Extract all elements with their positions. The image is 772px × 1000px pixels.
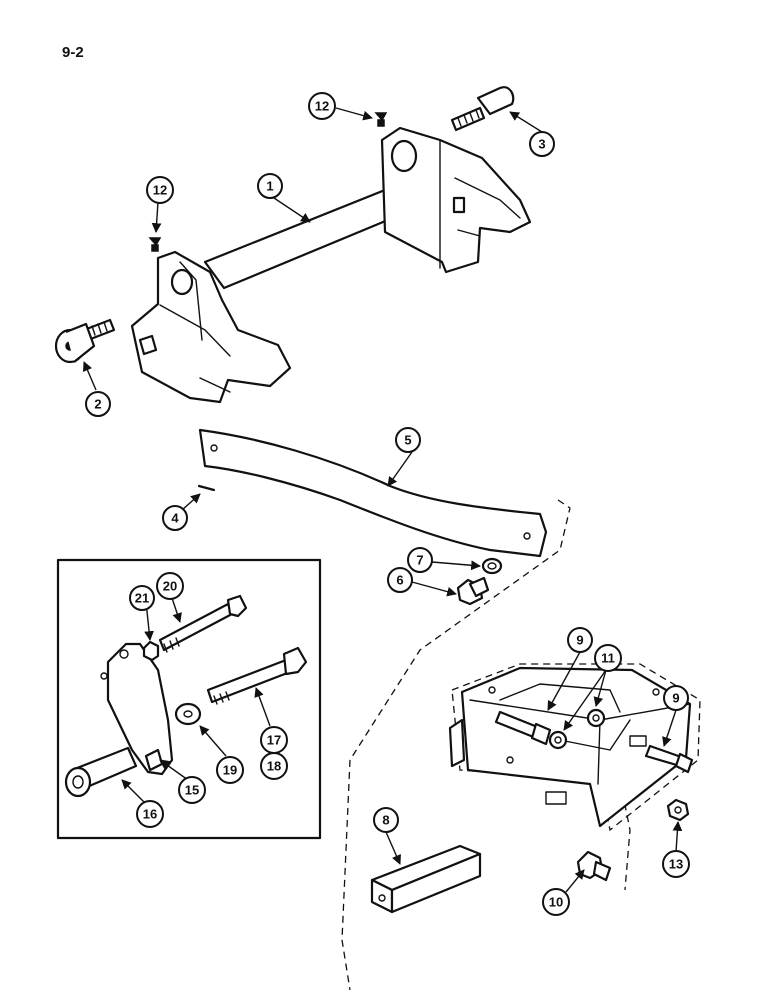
callout-5: 5 bbox=[395, 427, 421, 453]
bolt-9-right bbox=[644, 744, 694, 774]
callout-15: 15 bbox=[178, 776, 206, 804]
washer-19 bbox=[174, 702, 202, 726]
svg-text:3: 3 bbox=[538, 137, 545, 152]
svg-text:2: 2 bbox=[94, 397, 101, 412]
callout-8: 8 bbox=[373, 807, 399, 833]
mounting-frame bbox=[448, 663, 701, 832]
callout-11: 11 bbox=[594, 644, 622, 672]
callout-17: 17 bbox=[260, 726, 288, 754]
bolt-9-left bbox=[494, 710, 552, 746]
callout-1: 1 bbox=[257, 173, 283, 199]
callout-12-upper: 12 bbox=[308, 92, 336, 120]
callout-9-left: 9 bbox=[567, 627, 593, 653]
svg-text:17: 17 bbox=[267, 733, 281, 748]
callout-9-right: 9 bbox=[663, 685, 689, 711]
svg-text:6: 6 bbox=[396, 573, 403, 588]
nut-13 bbox=[666, 798, 690, 822]
nuts-11 bbox=[548, 708, 606, 750]
svg-text:12: 12 bbox=[153, 183, 167, 198]
callout-16: 16 bbox=[136, 800, 164, 828]
svg-text:8: 8 bbox=[382, 813, 389, 828]
svg-text:1: 1 bbox=[266, 179, 273, 194]
svg-text:5: 5 bbox=[404, 433, 411, 448]
svg-text:12: 12 bbox=[315, 99, 329, 114]
svg-text:20: 20 bbox=[163, 579, 177, 594]
cap-screw-3 bbox=[450, 86, 515, 132]
callout-13: 13 bbox=[662, 850, 690, 878]
svg-text:4: 4 bbox=[171, 511, 179, 526]
bushing-16 bbox=[64, 746, 138, 798]
callout-20: 20 bbox=[156, 572, 184, 600]
pin-4 bbox=[197, 484, 216, 492]
bolt-20 bbox=[158, 594, 248, 653]
svg-text:15: 15 bbox=[185, 783, 199, 798]
bolt-6 bbox=[456, 576, 490, 606]
svg-text:19: 19 bbox=[223, 763, 237, 778]
callout-7: 7 bbox=[407, 547, 433, 573]
callout-21: 21 bbox=[129, 585, 155, 611]
inset-frame bbox=[56, 558, 322, 840]
svg-text:9: 9 bbox=[576, 633, 583, 648]
callout-6: 6 bbox=[387, 567, 413, 593]
page-number: 9-2 bbox=[62, 44, 84, 61]
bolt-10 bbox=[576, 850, 612, 882]
strap-5 bbox=[198, 428, 548, 558]
drawbar-assembly bbox=[130, 126, 532, 404]
bolt-17 bbox=[206, 646, 308, 705]
callout-3: 3 bbox=[529, 131, 555, 157]
svg-text:10: 10 bbox=[549, 895, 563, 910]
cap-screw-2 bbox=[54, 318, 116, 364]
washer-7 bbox=[481, 557, 503, 575]
callout-19: 19 bbox=[216, 756, 244, 784]
svg-text:7: 7 bbox=[416, 553, 423, 568]
callout-10: 10 bbox=[542, 888, 570, 916]
svg-text:13: 13 bbox=[669, 857, 683, 872]
grease-fitting-upper bbox=[374, 112, 388, 127]
link-plate-15 bbox=[100, 642, 174, 776]
callout-2: 2 bbox=[85, 391, 111, 417]
callout-18: 18 bbox=[260, 752, 288, 780]
svg-text:11: 11 bbox=[601, 651, 615, 666]
bar-8 bbox=[370, 844, 482, 914]
svg-text:21: 21 bbox=[135, 591, 149, 606]
callout-4: 4 bbox=[162, 505, 188, 531]
svg-text:18: 18 bbox=[267, 759, 281, 774]
grease-fitting-lower bbox=[148, 237, 162, 252]
nut-21 bbox=[142, 640, 160, 662]
callout-12-lower: 12 bbox=[146, 176, 174, 204]
svg-text:16: 16 bbox=[143, 807, 157, 822]
svg-text:9: 9 bbox=[672, 691, 679, 706]
